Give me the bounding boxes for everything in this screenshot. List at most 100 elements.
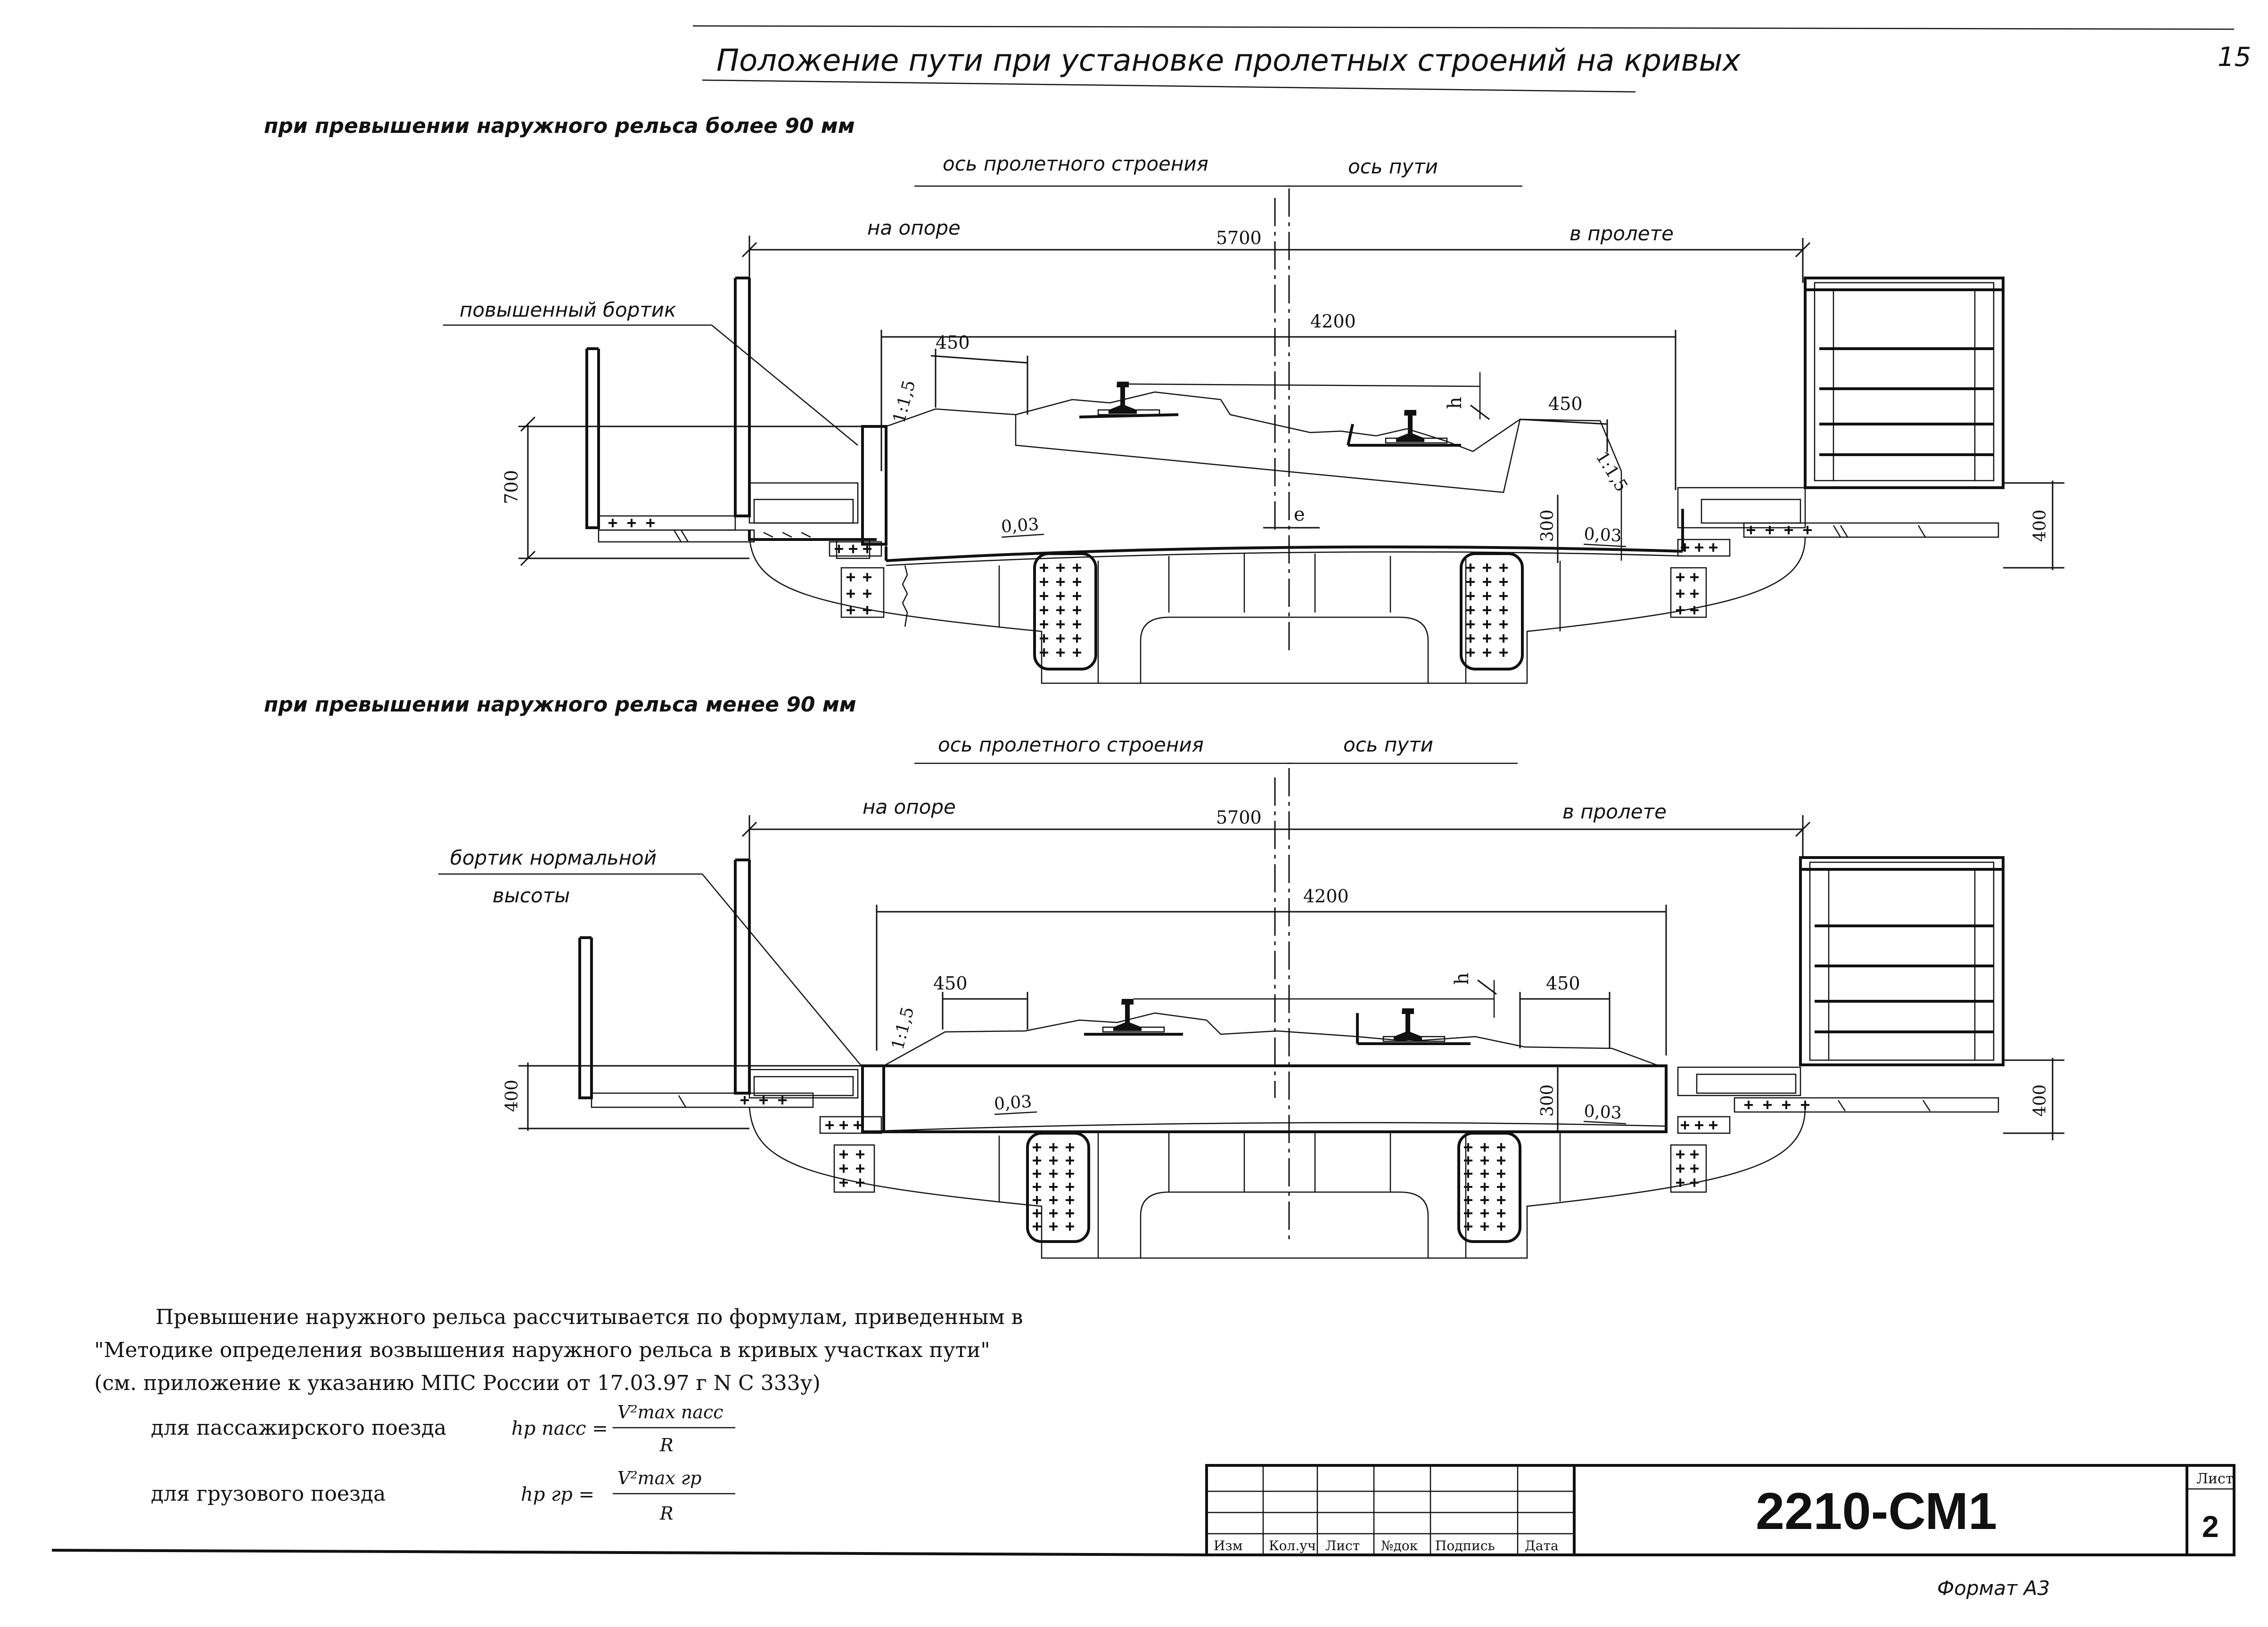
curb-label-line2: высоты: [493, 884, 570, 907]
bolt-mark: [1695, 543, 1703, 552]
bolt-mark: [1466, 648, 1475, 657]
bolt-mark: [1690, 1150, 1699, 1159]
dim-5700: 5700: [1216, 807, 1262, 828]
bolt-mark: [1073, 648, 1081, 657]
dim-4200: 4200: [1303, 886, 1349, 907]
bolt-mark: [1033, 1196, 1041, 1204]
bolt-mark: [1480, 1156, 1489, 1165]
bolt-mark: [1483, 620, 1491, 629]
formula-cargo-den: R: [659, 1503, 674, 1524]
curb-label-line1: бортик нормальной: [450, 846, 657, 869]
bolt-mark: [1033, 1183, 1041, 1191]
bolt-mark: [1483, 592, 1491, 600]
cross-slope-right: 0,03: [1584, 524, 1622, 546]
rail-right: [1356, 1008, 1471, 1045]
drawing-code: 2210-СМ1: [1756, 1482, 1997, 1540]
bolt-mark: [1464, 1196, 1472, 1204]
bolt-mark: [1480, 1209, 1489, 1218]
bolt-mark: [1497, 1143, 1505, 1152]
curb-leader: [702, 874, 863, 1068]
col-ndok: №док: [1381, 1538, 1418, 1553]
bolt-mark: [1049, 1169, 1058, 1178]
passenger-label: для пассажирского поезда: [151, 1416, 446, 1440]
box-section-right: [1677, 856, 2005, 1134]
format-label: Формат А3: [1937, 1577, 2050, 1600]
section-top-heading: при превышении наружного рельса более 90…: [264, 114, 855, 138]
cross-slope-left: 0,03: [1001, 515, 1040, 536]
bolt-mark: [1499, 564, 1508, 572]
bolt-mark: [1676, 606, 1685, 614]
bolt-mark: [1497, 1209, 1505, 1218]
bolt-mark: [1464, 1169, 1472, 1178]
bolt-mark: [1499, 592, 1508, 600]
bolt-mark: [1480, 1222, 1489, 1231]
note-line-1: Превышение наружного рельса рассчитывает…: [156, 1305, 1023, 1329]
col-koluch: Кол.уч: [1269, 1538, 1316, 1553]
formula-passenger-den: R: [659, 1435, 674, 1455]
bolt-mark: [1499, 606, 1508, 614]
bolt-mark: [1066, 1143, 1074, 1152]
normal-curb: [578, 858, 885, 1134]
bolt-mark: [627, 519, 636, 527]
bolt-mark: [1049, 1156, 1058, 1165]
note-line-3: (см. приложение к указанию МПС России от…: [94, 1371, 821, 1395]
axis-track-label: ось пути: [1348, 155, 1438, 178]
bolt-groups: [740, 1096, 1809, 1231]
ballast-prism: [883, 1012, 1660, 1067]
bolt-mark: [1497, 1156, 1505, 1165]
raised-curb-label: повышенный бортик: [460, 298, 676, 321]
bolt-mark: [1681, 1121, 1689, 1129]
slope-right: 1:1,5: [1592, 448, 1631, 495]
bolt-mark: [1497, 1169, 1505, 1178]
bolt-mark: [1466, 620, 1475, 629]
bolt-mark: [1464, 1209, 1472, 1218]
col-data: Дата: [1525, 1538, 1559, 1553]
bolt-mark: [1690, 1164, 1699, 1173]
bolt-mark: [1480, 1196, 1489, 1204]
bolt-mark: [1066, 1169, 1074, 1178]
bolt-mark: [1747, 526, 1755, 534]
bolt-mark: [1483, 564, 1491, 572]
dim-400: 400: [2030, 509, 2050, 542]
bolt-mark: [846, 573, 855, 581]
bolt-mark: [863, 589, 871, 598]
notes: Превышение наружного рельса рассчитывает…: [94, 1305, 1023, 1524]
bolt-mark: [849, 545, 857, 553]
bolt-mark: [1695, 1121, 1703, 1129]
dim-450-right: 450: [1546, 973, 1580, 994]
bolt-mark: [646, 519, 655, 527]
bolt-mark: [1056, 634, 1065, 643]
bolt-mark: [1040, 620, 1048, 629]
bolt-mark: [1499, 634, 1508, 643]
bolt-mark: [1499, 578, 1508, 586]
beam-deck: [748, 1064, 1806, 1259]
bolt-mark: [863, 606, 871, 614]
col-list: Лист: [1325, 1538, 1360, 1553]
bolt-mark: [854, 1121, 862, 1129]
bolt-mark: [778, 1096, 787, 1104]
bolt-mark: [1690, 589, 1699, 598]
bolt-mark: [1464, 1156, 1472, 1165]
on-support-label: на опоре: [863, 795, 956, 818]
bolt-mark: [1744, 1101, 1753, 1109]
bolt-mark: [1040, 648, 1048, 657]
bolt-mark: [1497, 1196, 1505, 1204]
bolt-mark: [1066, 1222, 1074, 1231]
bolt-mark: [1676, 1164, 1685, 1173]
bolt-mark: [1040, 606, 1048, 614]
bolt-mark: [1464, 1143, 1472, 1152]
title-underline: [702, 79, 1636, 93]
bolt-mark: [1690, 1178, 1699, 1187]
dim-300: 300: [1538, 1084, 1557, 1117]
bolt-mark: [1033, 1156, 1041, 1165]
bolt-mark: [1033, 1209, 1041, 1218]
bolt-groups: [608, 519, 1812, 657]
bolt-mark: [1049, 1222, 1058, 1231]
bolt-mark: [1676, 589, 1685, 598]
bolt-mark: [1073, 620, 1081, 629]
bolt-mark: [863, 545, 871, 553]
dim-5700: 5700: [1216, 228, 1262, 248]
bolt-mark: [1056, 606, 1065, 614]
bolt-mark: [1483, 578, 1491, 586]
